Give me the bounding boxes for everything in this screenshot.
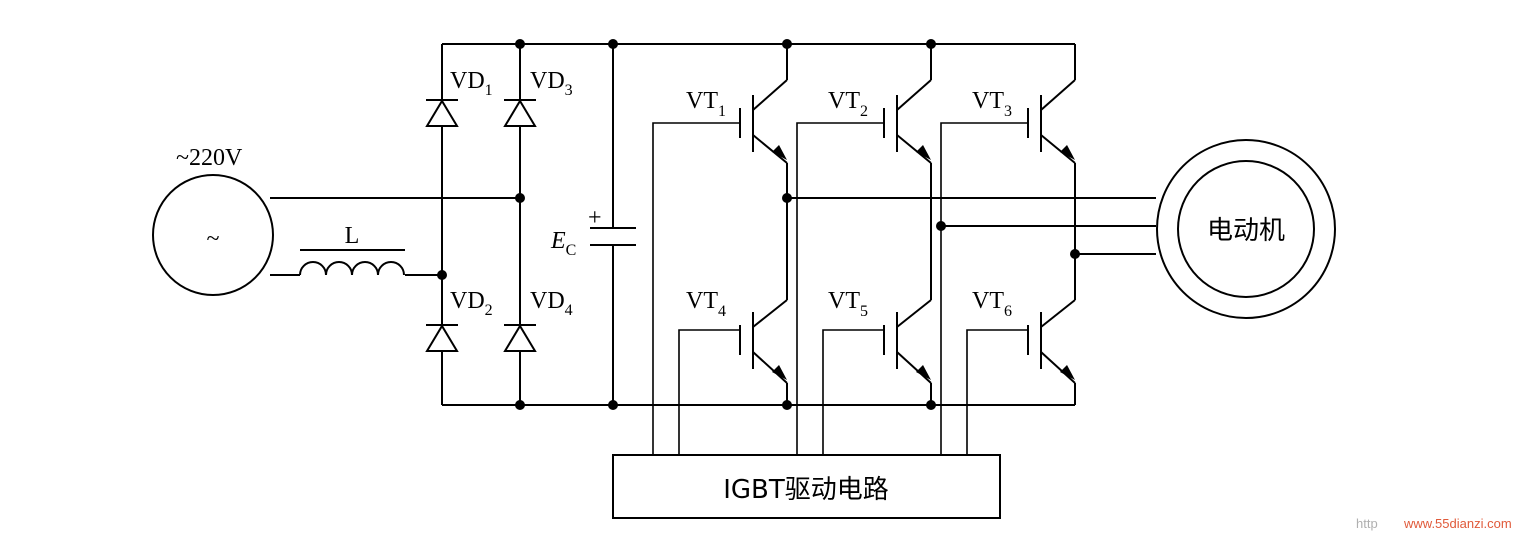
igbt-vt6 (966, 299, 1076, 455)
capacitor: + EC (550, 44, 636, 405)
motor-label: 电动机 (1207, 216, 1285, 246)
watermark-prefix: http (1356, 516, 1378, 531)
inductor: L (299, 223, 405, 276)
ac-source: ~ ~220V (152, 145, 274, 296)
motor: 电动机 (1156, 139, 1336, 319)
vd3-label: VD3 (530, 68, 573, 99)
igbt-driver-label: IGBT驱动电路 (723, 475, 889, 505)
igbt-driver: IGBT驱动电路 (612, 454, 1001, 519)
igbt-vt5 (822, 299, 932, 455)
igbt-vt2 (796, 79, 932, 409)
rectifier-bridge: VD1 VD3 VD2 VD4 (425, 43, 1075, 406)
capacitor-polarity: + (588, 205, 602, 231)
ac-source-label: ~220V (176, 145, 243, 171)
diode-vd4 (503, 324, 537, 352)
junction-dots (437, 39, 1080, 410)
capacitor-label: EC (550, 228, 576, 259)
vt3-label: VT3 (972, 88, 1012, 120)
ac-source-symbol: ~ (207, 226, 220, 252)
diode-vd3 (503, 99, 537, 127)
vd1-label: VD1 (450, 68, 493, 99)
vd2-label: VD2 (450, 288, 493, 319)
watermark-site: www.55dianzi.com (1403, 516, 1512, 531)
vt4-label: VT4 (686, 288, 726, 320)
diode-vd1 (425, 99, 459, 127)
igbt-vt4 (678, 299, 788, 455)
vt1-label: VT1 (686, 88, 726, 120)
vt5-label: VT5 (828, 288, 868, 320)
igbt-vt1 (652, 79, 788, 409)
igbt-vt3 (940, 79, 1076, 409)
vt2-label: VT2 (828, 88, 868, 120)
inductor-label: L (345, 223, 360, 249)
vt6-label: VT6 (972, 288, 1012, 320)
diode-vd2 (425, 324, 459, 352)
inverter-bridge: VT1 VT2 VT3 VT4 VT5 VT6 (652, 44, 1076, 455)
vd4-label: VD4 (530, 288, 573, 319)
